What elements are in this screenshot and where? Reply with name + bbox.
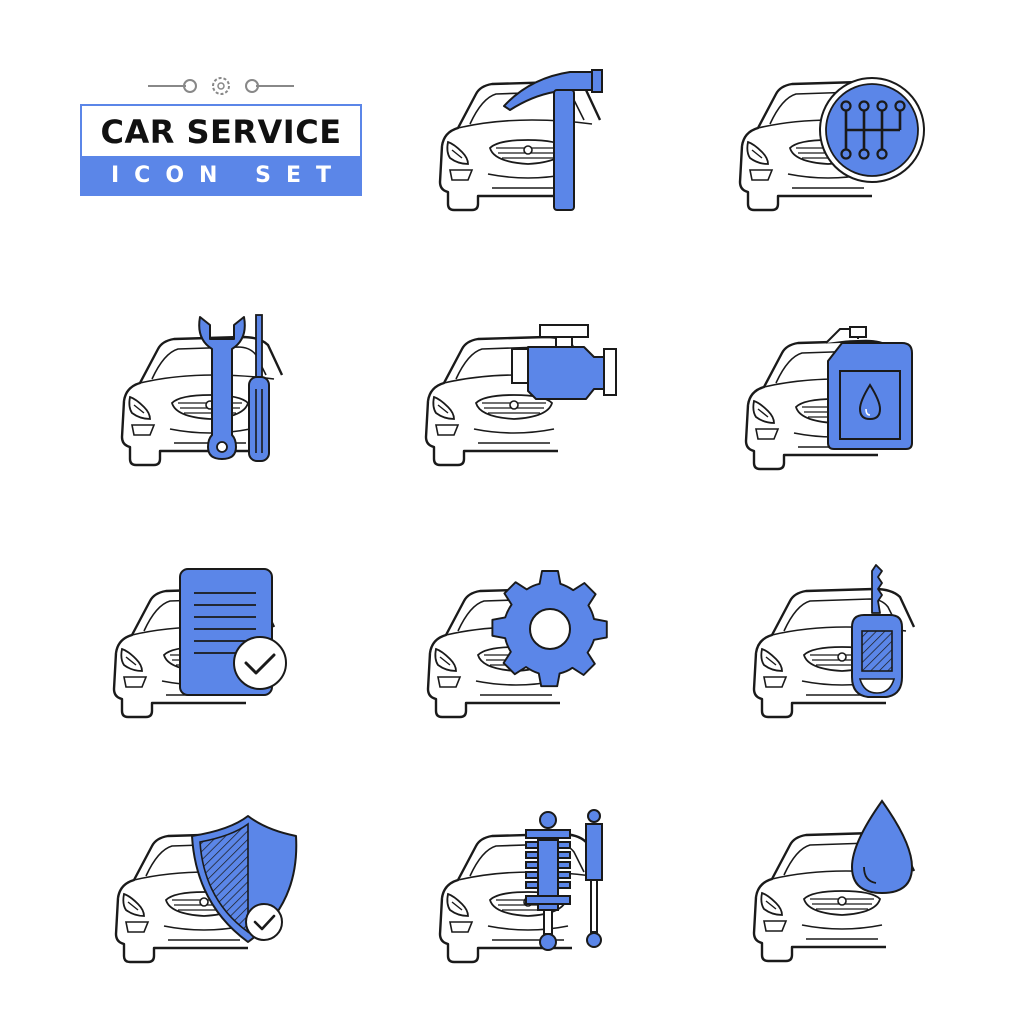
car-key-icon xyxy=(740,555,1000,735)
title-sub: ICON SET xyxy=(82,156,360,194)
title-box: CAR SERVICE ICON SET xyxy=(80,104,362,196)
car-shield-check-icon xyxy=(100,800,360,980)
car-fluid-drop-icon xyxy=(740,795,1000,975)
title-block: CAR SERVICE ICON SET xyxy=(80,72,362,196)
tools-ornament-icon xyxy=(146,72,296,100)
car-shock-absorber-icon xyxy=(420,800,680,980)
car-document-check-icon xyxy=(100,555,360,735)
title-main: CAR SERVICE xyxy=(100,113,342,151)
car-hammer-icon xyxy=(420,60,680,240)
car-gearshift-icon xyxy=(720,60,980,240)
car-gear-icon xyxy=(410,555,670,735)
car-oil-canister-icon xyxy=(728,305,988,485)
car-wrench-screwdriver-icon xyxy=(108,305,368,485)
car-engine-icon xyxy=(408,305,668,485)
